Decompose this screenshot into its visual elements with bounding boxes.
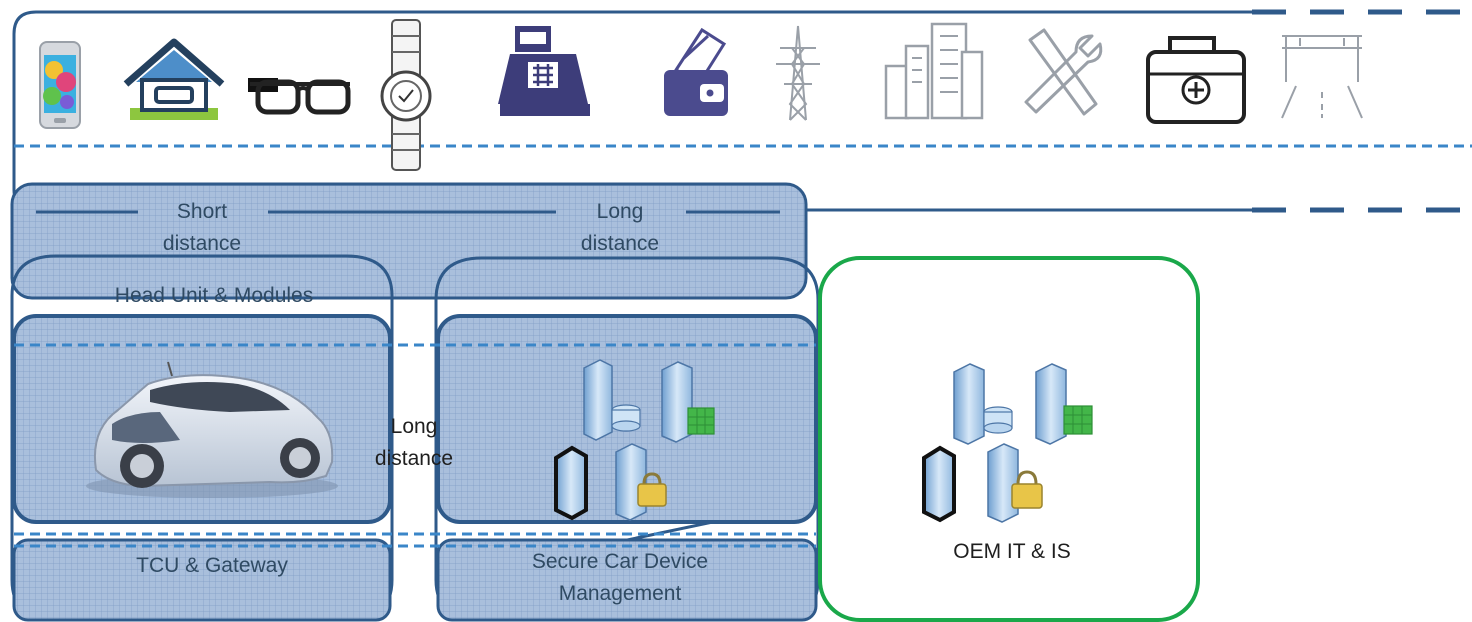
wallet-card-icon bbox=[664, 27, 728, 116]
smartphone-icon bbox=[39, 41, 81, 129]
connectivity-band bbox=[10, 182, 808, 300]
cash-register-icon bbox=[498, 26, 590, 116]
long-distance-top-label-line2: distance bbox=[581, 232, 659, 255]
smart-glasses-icon bbox=[248, 78, 351, 115]
secure-management-box bbox=[436, 538, 818, 622]
city-buildings-icon bbox=[884, 22, 984, 120]
tools-icon bbox=[1024, 28, 1103, 116]
short-distance-label-line1: Short bbox=[177, 200, 227, 223]
smart-home-icon bbox=[123, 38, 225, 120]
server-cluster-icon bbox=[554, 359, 715, 521]
tcu-gateway-box bbox=[12, 538, 392, 622]
long-distance-top-label-line1: Long bbox=[597, 200, 644, 223]
oem-server-cluster-icon bbox=[922, 363, 1093, 523]
secure-management-label-line2: Management bbox=[559, 582, 682, 605]
long-distance-mid-label-line2: distance bbox=[375, 447, 453, 470]
road-gantry-icon bbox=[1281, 35, 1363, 119]
power-pylon-icon bbox=[776, 25, 820, 121]
devices-frame bbox=[12, 9, 1472, 213]
car-illustration bbox=[86, 361, 338, 498]
long-distance-mid-label-line1: Long bbox=[391, 415, 438, 438]
first-aid-kit-icon bbox=[1146, 36, 1246, 124]
head-unit-label: Head Unit & Modules bbox=[115, 284, 313, 307]
tcu-gateway-label: TCU & Gateway bbox=[136, 554, 288, 577]
oem-it-box bbox=[818, 256, 1200, 622]
oem-it-label: OEM IT & IS bbox=[953, 540, 1070, 563]
short-distance-label-line2: distance bbox=[163, 232, 241, 255]
smartwatch-icon bbox=[380, 19, 432, 171]
secure-management-label-line1: Secure Car Device bbox=[532, 550, 708, 573]
